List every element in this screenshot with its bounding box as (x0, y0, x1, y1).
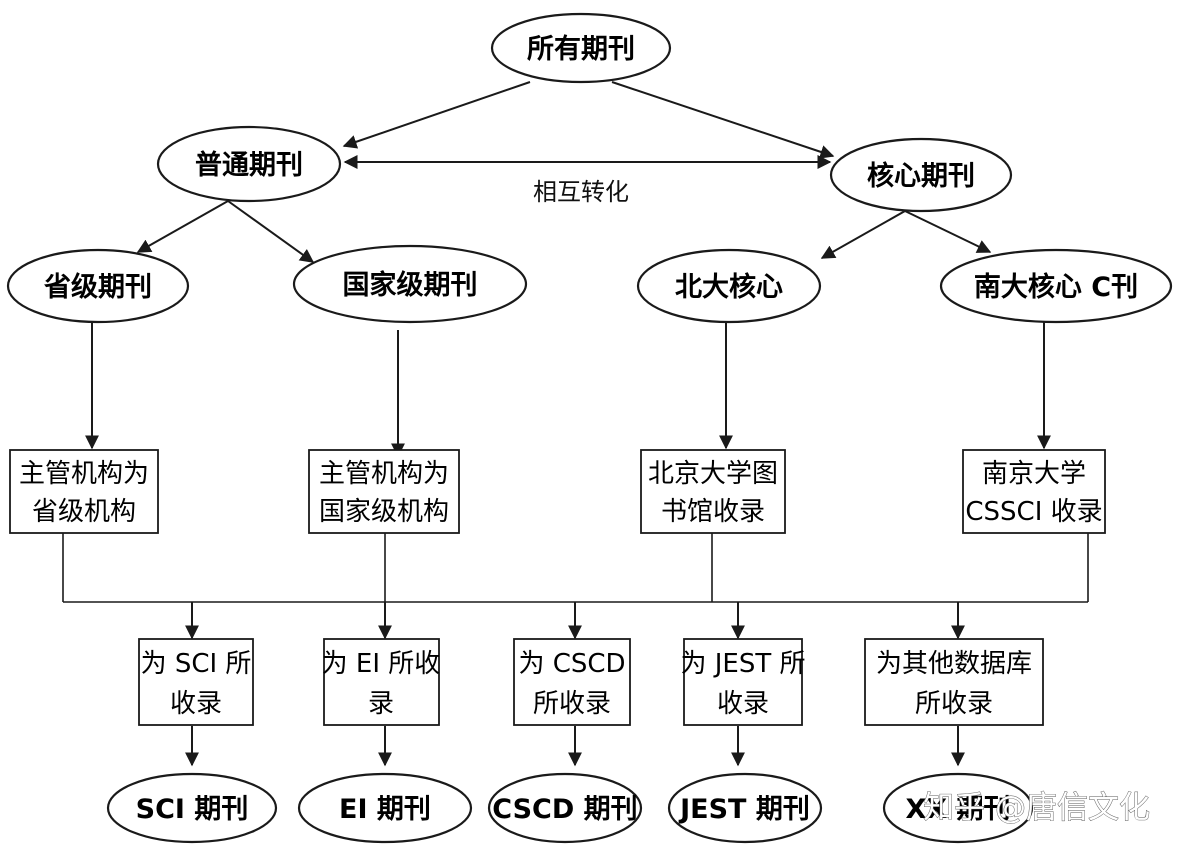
outcome-sci-shape (106, 772, 278, 844)
indexed-other-line1: 为其他数据库 (876, 649, 1032, 679)
outcome-other-label: XX 期刊 (905, 794, 1010, 825)
outcome-jest-shape (667, 772, 823, 844)
outcome-cscd: CSCD 期刊 (487, 772, 643, 844)
criteria-nju-line2: CSSCI 收录 (965, 497, 1102, 527)
node-core: 核心期刊 (829, 137, 1013, 213)
outcome-jest: JEST 期刊 (667, 772, 823, 844)
outcome-ei-label: EI 期刊 (339, 794, 431, 825)
criteria-pku-line2: 书馆收录 (661, 497, 765, 527)
edge-core-to-pku (820, 210, 906, 259)
indexed-ei-line2: 录 (368, 689, 394, 719)
criteria-provincial: 主管机构为 省级机构 (9, 449, 159, 534)
node-general-label: 普通期刊 (195, 149, 303, 181)
indexed-jest-line1: 为 JEST 所 (680, 649, 805, 679)
indexed-ei-line1: 为 EI 所收 (322, 649, 441, 679)
edges (62, 81, 1089, 767)
criteria-national-box (308, 449, 460, 534)
indexed-sci-line1: 为 SCI 所 (141, 649, 252, 679)
node-root-label: 所有期刊 (527, 34, 635, 65)
outcome-other-shape (882, 772, 1034, 844)
outcome-cscd-shape (487, 772, 643, 844)
criteria-provincial-line1: 主管机构为 (19, 459, 149, 489)
outcome-other: XX 期刊 (882, 772, 1034, 844)
relation-label: 相互转化 (533, 178, 629, 206)
node-provincial-label: 省级期刊 (44, 271, 152, 303)
criteria-provincial-box (9, 449, 159, 534)
criteria-national-line1: 主管机构为 (319, 459, 449, 489)
node-core-label: 核心期刊 (867, 160, 975, 192)
indexed-sci-line2: 收录 (170, 689, 222, 719)
indexed-other-line2: 所收录 (915, 689, 993, 719)
indexed-cscd-box (513, 638, 631, 726)
criteria-pku-line1: 北京大学图 (648, 459, 778, 489)
node-provincial-shape (6, 248, 190, 324)
node-national: 国家级期刊 (292, 244, 528, 324)
outcome-jest-label: JEST 期刊 (678, 794, 810, 825)
criteria-nju-line1: 南京大学 (982, 459, 1086, 489)
criteria-national-line2: 国家级机构 (319, 497, 449, 527)
indexed-sci: 为 SCI 所 收录 (138, 638, 254, 726)
criteria-nju: 南京大学 CSSCI 收录 (962, 449, 1106, 534)
indexed-sci-box (138, 638, 254, 726)
outcome-sci: SCI 期刊 (106, 772, 278, 844)
edge-root-to-core (611, 81, 835, 159)
criteria-pku-box (640, 449, 786, 534)
node-pku-label: 北大核心 (675, 271, 783, 303)
indexed-ei: 为 EI 所收 录 (322, 638, 441, 726)
indexed-cscd-line1: 为 CSCD (518, 649, 625, 679)
outcome-cscd-label: CSCD 期刊 (492, 794, 637, 825)
node-nju-label: 南大核心 C刊 (974, 271, 1138, 303)
node-national-shape (292, 244, 528, 324)
edge-core-to-nju (904, 210, 992, 253)
node-pku: 北大核心 (636, 248, 822, 324)
criteria-provincial-line2: 省级机构 (32, 497, 136, 527)
criteria-nju-box (962, 449, 1106, 534)
node-nju: 南大核心 C刊 (939, 248, 1173, 324)
node-root-shape (490, 12, 672, 84)
criteria-pku: 北京大学图 书馆收录 (640, 449, 786, 534)
node-provincial: 省级期刊 (6, 248, 190, 324)
indexed-jest-line2: 收录 (717, 689, 769, 719)
node-national-label: 国家级期刊 (343, 269, 478, 301)
node-nju-shape (939, 248, 1173, 324)
watermark: 知乎 @唐信文化 (923, 790, 1150, 826)
indexed-jest-box (683, 638, 803, 726)
indexed-other-box (864, 638, 1044, 726)
outcome-ei-shape (297, 772, 473, 844)
indexed-cscd: 为 CSCD 所收录 (513, 638, 631, 726)
indexed-other: 为其他数据库 所收录 (864, 638, 1044, 726)
node-root: 所有期刊 (490, 12, 672, 84)
criteria-national: 主管机构为 国家级机构 (308, 449, 460, 534)
edge-general-to-provincial (136, 200, 229, 253)
edge-general-to-national (227, 200, 315, 263)
node-core-shape (829, 137, 1013, 213)
outcome-ei: EI 期刊 (297, 772, 473, 844)
indexed-jest: 为 JEST 所 收录 (680, 638, 806, 726)
outcome-sci-label: SCI 期刊 (136, 794, 249, 825)
edge-root-to-general (342, 81, 531, 149)
indexed-ei-box (323, 638, 440, 726)
node-general-shape (156, 125, 342, 203)
node-general: 普通期刊 (156, 125, 342, 203)
node-pku-shape (636, 248, 822, 324)
indexed-cscd-line2: 所收录 (533, 689, 611, 719)
